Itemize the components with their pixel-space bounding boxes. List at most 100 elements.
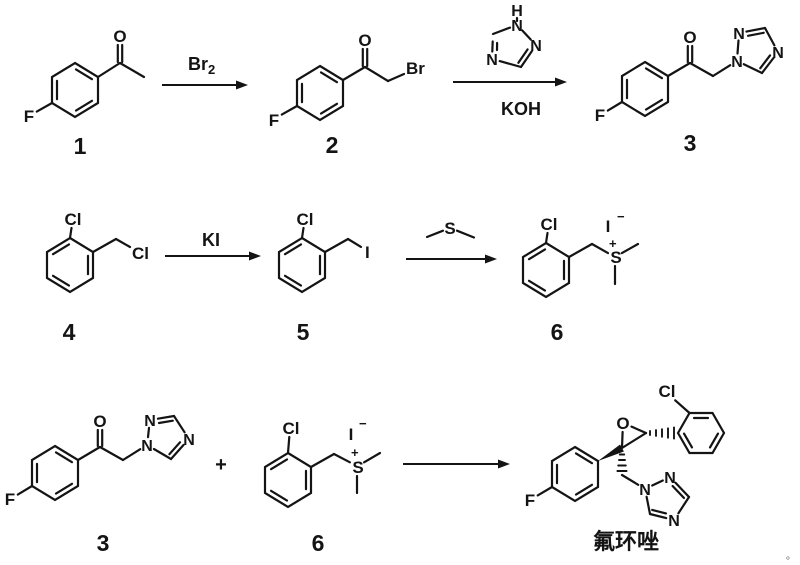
h-label: H <box>511 3 523 20</box>
n1-label: N <box>731 54 743 71</box>
ring-carbonyl-bond <box>76 445 102 462</box>
n1-label: N <box>511 18 523 35</box>
reagent-br2-label: Br2 <box>188 54 215 77</box>
reaction-arrow-4: S <box>406 219 497 264</box>
iodide-label: I <box>349 425 354 444</box>
compound-number: 1 <box>74 133 87 159</box>
ch2-n-bond <box>121 448 142 462</box>
fluorophenyl-ring <box>550 445 600 503</box>
compound-1: F O 1 <box>24 27 146 159</box>
benzene-ring <box>277 236 327 294</box>
arrowhead <box>485 254 497 264</box>
c-s-bond <box>590 242 610 255</box>
n2-label: N <box>664 470 676 487</box>
triazole-ring: N N N <box>639 470 691 530</box>
chlorine-ring-label: Cl <box>541 215 558 234</box>
oxygen-label: O <box>616 414 629 433</box>
triazole-ring: N N N <box>731 26 784 75</box>
iodide-label: I <box>606 217 611 236</box>
compound-number: 6 <box>551 319 564 345</box>
benzene-ring <box>50 61 100 119</box>
oxygen-label: O <box>683 28 696 47</box>
reaction-arrow-2: H N N N KOH <box>453 3 567 119</box>
s-methyl-bond <box>620 242 640 255</box>
chlorine-ring-label: Cl <box>297 210 314 229</box>
n2-label: N <box>530 38 542 55</box>
s-methyl-bond <box>363 451 382 464</box>
compound-2: F O Br 2 <box>269 31 425 158</box>
n4-label: N <box>183 432 195 449</box>
epoxide-ring: O <box>616 414 648 450</box>
compound-number: 6 <box>312 530 325 556</box>
n2-label: N <box>144 413 156 430</box>
compound-6-row3: Cl I − + S 6 <box>263 416 382 556</box>
fluorine-label: F <box>24 107 34 126</box>
compound-number: 2 <box>326 132 339 158</box>
n4-label: N <box>772 45 784 62</box>
base-koh-label: KOH <box>501 99 541 119</box>
chlorine-ring-label: Cl <box>65 210 82 229</box>
ch2-n-bond <box>620 473 640 486</box>
sulfur-label: S <box>444 219 455 238</box>
sulfonium-plus-charge: + <box>351 445 359 460</box>
c-f-bond <box>35 101 54 113</box>
iodide-minus-charge: − <box>359 416 367 431</box>
ch2-bond <box>688 61 715 78</box>
oxygen-label: O <box>113 27 126 46</box>
c-s-bond <box>332 452 351 464</box>
product-name: 氟环唑 <box>593 529 659 554</box>
fluorine-label: F <box>5 490 15 509</box>
n1-label: N <box>141 438 153 455</box>
chlorine-chain-label: Cl <box>132 244 149 263</box>
sulfur-label: S <box>610 248 621 267</box>
sulfur-label: S <box>352 458 363 477</box>
ring-carbonyl-bond <box>96 61 122 79</box>
c-f-bond <box>280 104 299 116</box>
compound-3-row3: F O N N N 3 <box>5 412 195 556</box>
ring-carbonyl-bond <box>341 65 367 82</box>
benzene-ring <box>295 64 345 122</box>
c-f-bond <box>606 100 624 112</box>
dimethyl-sulfide-reagent: S <box>425 219 476 239</box>
reaction-arrow-5 <box>403 459 510 469</box>
benzene-ring <box>263 451 313 509</box>
fluorine-label: F <box>595 106 605 125</box>
plus-sign: + <box>215 454 227 476</box>
chlorine-ring-label: Cl <box>283 419 300 438</box>
compound-3: F O N N N 3 <box>595 26 784 156</box>
ch2-bond <box>98 445 125 462</box>
reaction-arrow-1: Br2 <box>162 54 248 90</box>
benzene-ring <box>45 236 95 294</box>
reaction-arrow-3: KI <box>165 230 261 261</box>
fluorine-label: F <box>525 491 535 510</box>
iodide-minus-charge: − <box>617 209 625 224</box>
ch2-bond <box>309 452 336 469</box>
c-cl-bond <box>114 237 132 249</box>
c-cl-bond <box>674 399 691 415</box>
c-cl-bond <box>68 226 73 240</box>
ring-carbonyl-bond <box>666 61 692 78</box>
benzene-ring <box>620 60 670 118</box>
sulfonium-plus-charge: + <box>609 236 617 251</box>
footnote-mark: 。 <box>786 551 796 562</box>
reagent-ki-label: KI <box>202 230 220 250</box>
product-epoxiconazole: F O Cl <box>525 382 726 554</box>
ch2-bond <box>567 242 594 259</box>
arrowhead <box>498 459 510 469</box>
c-f-bond <box>16 484 34 496</box>
compound-4: Cl Cl 4 <box>45 210 149 345</box>
fluorine-label: F <box>269 111 279 130</box>
chlorine-label: Cl <box>659 382 676 401</box>
hash-wedge-ch2 <box>616 453 628 472</box>
triazole-ring: N N N <box>141 413 195 461</box>
n4-label: N <box>668 513 680 530</box>
ch2-bond <box>363 65 390 83</box>
c-cl-bond <box>544 231 549 245</box>
n4-label: N <box>486 52 498 69</box>
arrowhead <box>236 80 248 90</box>
c-cl-bond <box>286 435 291 455</box>
arrowhead <box>249 251 261 261</box>
triazole-reagent: H N N N <box>486 3 542 69</box>
chlorophenyl-ring <box>676 411 726 455</box>
